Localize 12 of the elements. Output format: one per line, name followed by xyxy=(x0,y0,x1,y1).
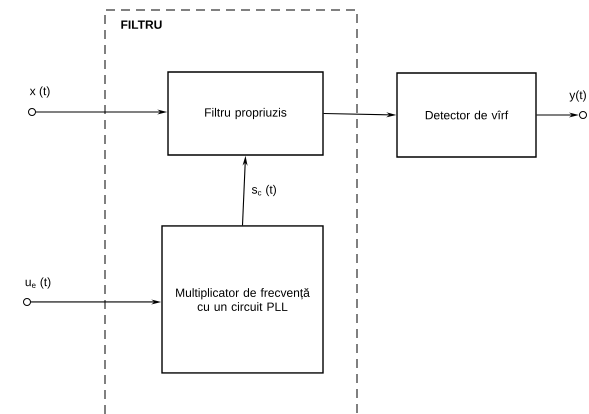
terminal-circle xyxy=(23,298,31,306)
process-box: Filtru propriuzis xyxy=(167,71,324,156)
dashed-frame xyxy=(104,10,358,414)
process-box: Detector de vîrf xyxy=(396,72,537,158)
frame-title: FILTRU xyxy=(121,20,162,29)
edge-label: s$_{c}$ (t) xyxy=(252,184,276,196)
signal-label: u$_{e}$ (t) xyxy=(26,277,50,289)
terminal-circle xyxy=(579,111,587,119)
signal-label: x (t) xyxy=(30,86,50,98)
process-box: Multiplicator de frecvență cu un circuit PLL xyxy=(161,225,324,374)
terminal-circle xyxy=(28,108,36,116)
signal-label: y(t) xyxy=(569,90,586,102)
